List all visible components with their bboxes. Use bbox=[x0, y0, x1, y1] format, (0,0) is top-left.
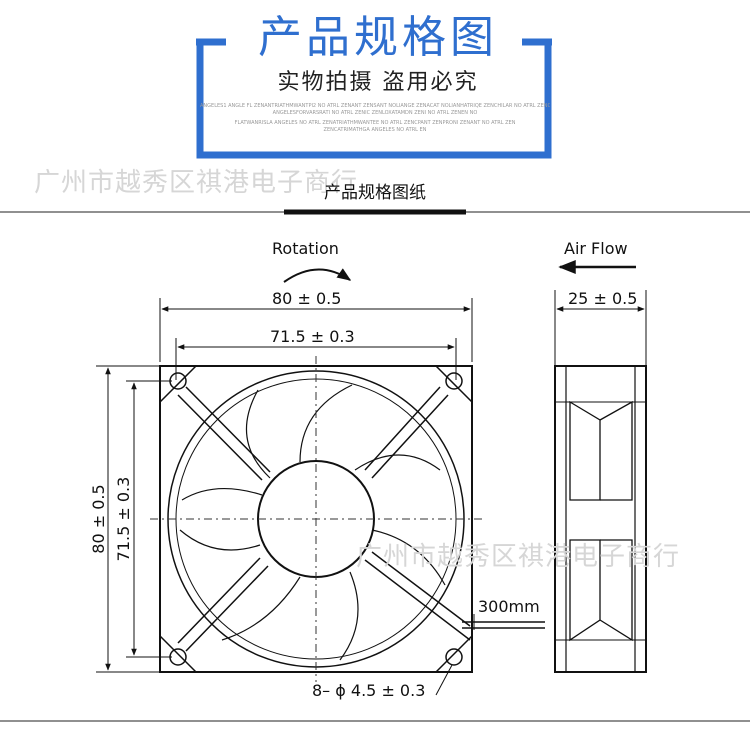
dim-height-inner bbox=[126, 380, 172, 658]
fan-side-view bbox=[554, 365, 647, 673]
hole-leader bbox=[435, 664, 453, 696]
rotation-arrow bbox=[283, 268, 352, 283]
fine-print: ANGELESFORVARSRATI NO ATRL ZENIC ZENLOXA… bbox=[272, 110, 478, 116]
watermark-top: 广州市越秀区祺港电子商行 bbox=[34, 168, 359, 198]
hole-spec-label: 8– ϕ 4.5 ± 0.3 bbox=[312, 681, 426, 700]
dim-width-outer bbox=[159, 298, 473, 362]
section-divider bbox=[0, 209, 750, 215]
section-title: 产品规格图纸 bbox=[324, 183, 426, 203]
dim-height-outer-label: 80 ± 0.5 bbox=[89, 484, 108, 553]
cable bbox=[462, 621, 545, 629]
dim-height-outer bbox=[96, 365, 160, 673]
bottom-divider bbox=[0, 720, 750, 722]
page-title: 产品规格图 bbox=[258, 12, 498, 63]
rotation-label: Rotation bbox=[272, 239, 339, 258]
dim-width-outer-label: 80 ± 0.5 bbox=[272, 289, 342, 308]
center-lines bbox=[150, 356, 482, 682]
dim-depth bbox=[554, 290, 647, 366]
fine-print: ZENCATRIMATHGA ANGELES NO ATRL EN bbox=[323, 127, 427, 133]
title-frame bbox=[196, 38, 552, 159]
dim-depth-label: 25 ± 0.5 bbox=[568, 289, 638, 308]
fine-print: ANGELES1 ANGLE FL ZENANTRIATHMWANTPI2 NO… bbox=[200, 103, 550, 109]
fine-print: FLATWANRISLA ANGELES NO ATRL ZENATRIATHM… bbox=[234, 120, 516, 126]
watermark-bottom: 广州市越秀区祺港电子商行 bbox=[356, 542, 681, 572]
page-subtitle: 实物拍摄 盗用必究 bbox=[277, 70, 479, 95]
fan-front-view bbox=[159, 365, 473, 673]
cable-length-label: 300mm bbox=[478, 597, 540, 616]
airflow-label: Air Flow bbox=[564, 239, 628, 258]
dim-height-inner-label: 71.5 ± 0.3 bbox=[114, 477, 133, 562]
dim-width-inner-label: 71.5 ± 0.3 bbox=[270, 327, 355, 346]
